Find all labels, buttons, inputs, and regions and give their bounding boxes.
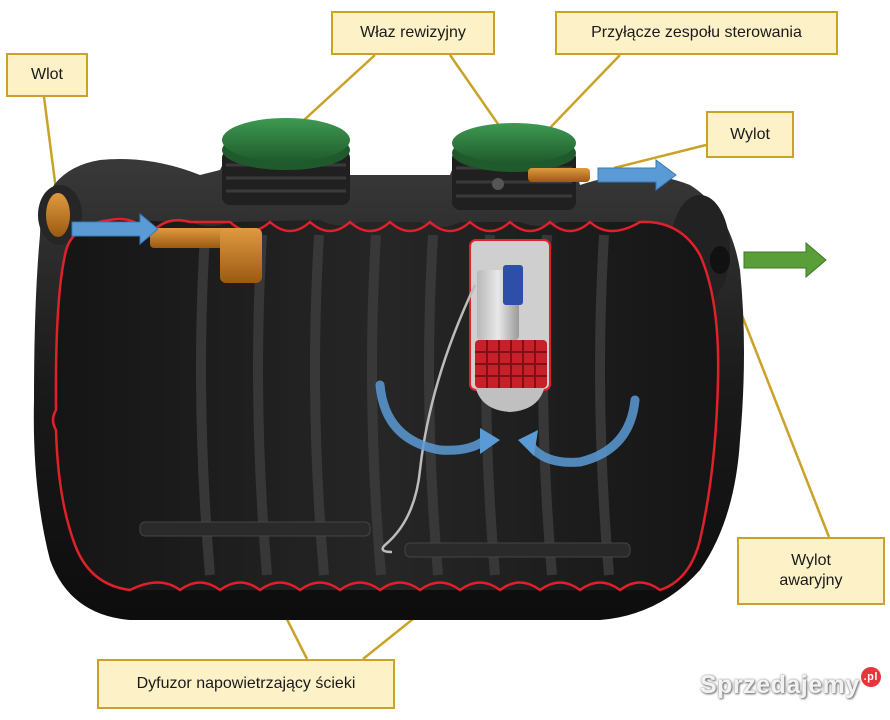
manhole-right-lid <box>452 123 576 163</box>
circulation-arrows <box>375 380 640 467</box>
manhole-left <box>222 118 350 205</box>
cutaway-outline <box>51 217 720 592</box>
label-inlet: Wlot <box>6 53 88 97</box>
air-hose <box>381 284 477 554</box>
circulation-arrowhead-right <box>518 430 538 456</box>
label-control-connection-text: Przyłącze zespołu sterowania <box>591 24 802 41</box>
label-manhole: Właz rewizyjny <box>331 11 495 55</box>
manhole-left-lid <box>222 118 350 162</box>
emergency-flow-arrow <box>743 241 827 279</box>
circulation-arrow-right <box>525 395 640 467</box>
inlet-pipe <box>150 228 262 283</box>
leader-manhole-left <box>291 54 376 132</box>
outlet-flow-arrow <box>597 159 677 191</box>
label-diffuser-text: Dyfuzor napowietrzający ścieki <box>136 675 356 692</box>
outlet-pipe <box>528 168 590 182</box>
label-diffuser: Dyfuzor napowietrzający ścieki <box>97 659 395 709</box>
label-outlet: Wylot <box>706 111 794 158</box>
emergency-outlet-stub <box>710 246 730 274</box>
diffuser-pipes <box>139 521 631 558</box>
leader-manhole-right <box>448 54 509 138</box>
label-manhole-text: Właz rewizyjny <box>360 24 466 41</box>
label-control-connection: Przyłącze zespołu sterowania <box>555 11 838 55</box>
manhole-right <box>452 123 576 210</box>
leader-outlet <box>613 143 707 170</box>
pump-blue-part <box>503 265 523 305</box>
inlet-flow-arrow <box>71 212 159 246</box>
control-connection-port <box>492 178 504 190</box>
circulation-arrow-left <box>375 380 490 455</box>
label-inlet-text: Wlot <box>31 66 63 83</box>
chamber-bottom <box>475 385 545 412</box>
label-emergency-outlet-line1: Wylot <box>791 552 831 569</box>
label-emergency-outlet-line2: awaryjny <box>779 572 843 589</box>
watermark-text: Sprzedajemy <box>700 671 860 699</box>
inlet-pipe-end <box>46 193 70 237</box>
watermark-badge: .pl <box>860 667 881 687</box>
pump-chamber <box>469 239 551 412</box>
label-emergency-outlet: Wylot awaryjny <box>737 537 885 605</box>
label-outlet-text: Wylot <box>730 125 770 143</box>
watermark: Sprzedajemy .pl <box>700 667 881 700</box>
circulation-arrowhead-left <box>480 428 500 454</box>
